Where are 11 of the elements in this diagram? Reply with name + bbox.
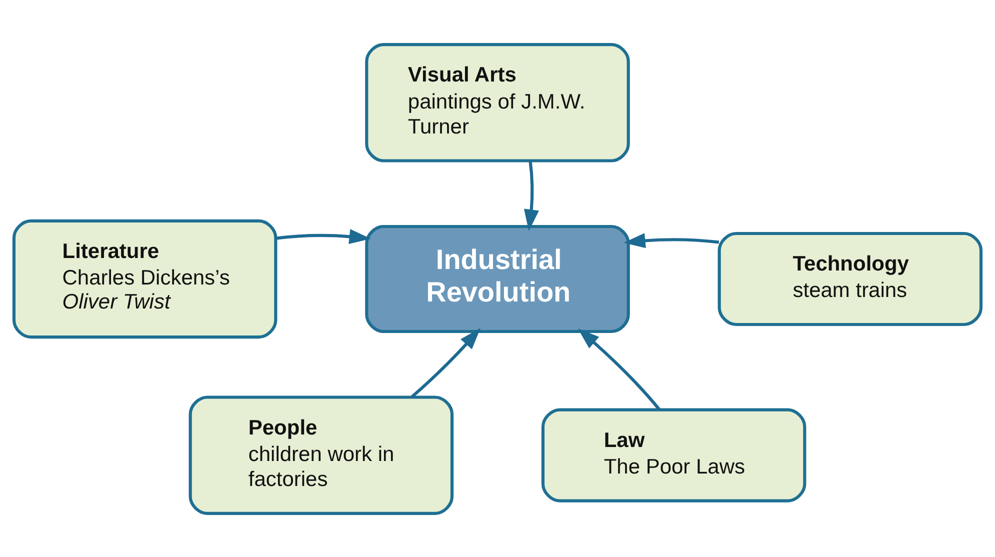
arrow <box>624 232 720 248</box>
node-box: Technology steam trains <box>718 231 983 326</box>
arrow <box>524 160 539 231</box>
arrow <box>410 328 481 398</box>
node-box: Literature Charles Dickens’s Oliver Twist <box>12 218 278 338</box>
node-box: Law The Poor Laws <box>541 408 806 502</box>
node-box: People children work in factories <box>188 395 454 514</box>
node-box: Industrial Revolution <box>365 224 630 333</box>
arrow <box>276 228 371 244</box>
arrow <box>578 328 661 410</box>
node-box: Visual Arts paintings of J.M.W. Turner <box>365 42 630 162</box>
